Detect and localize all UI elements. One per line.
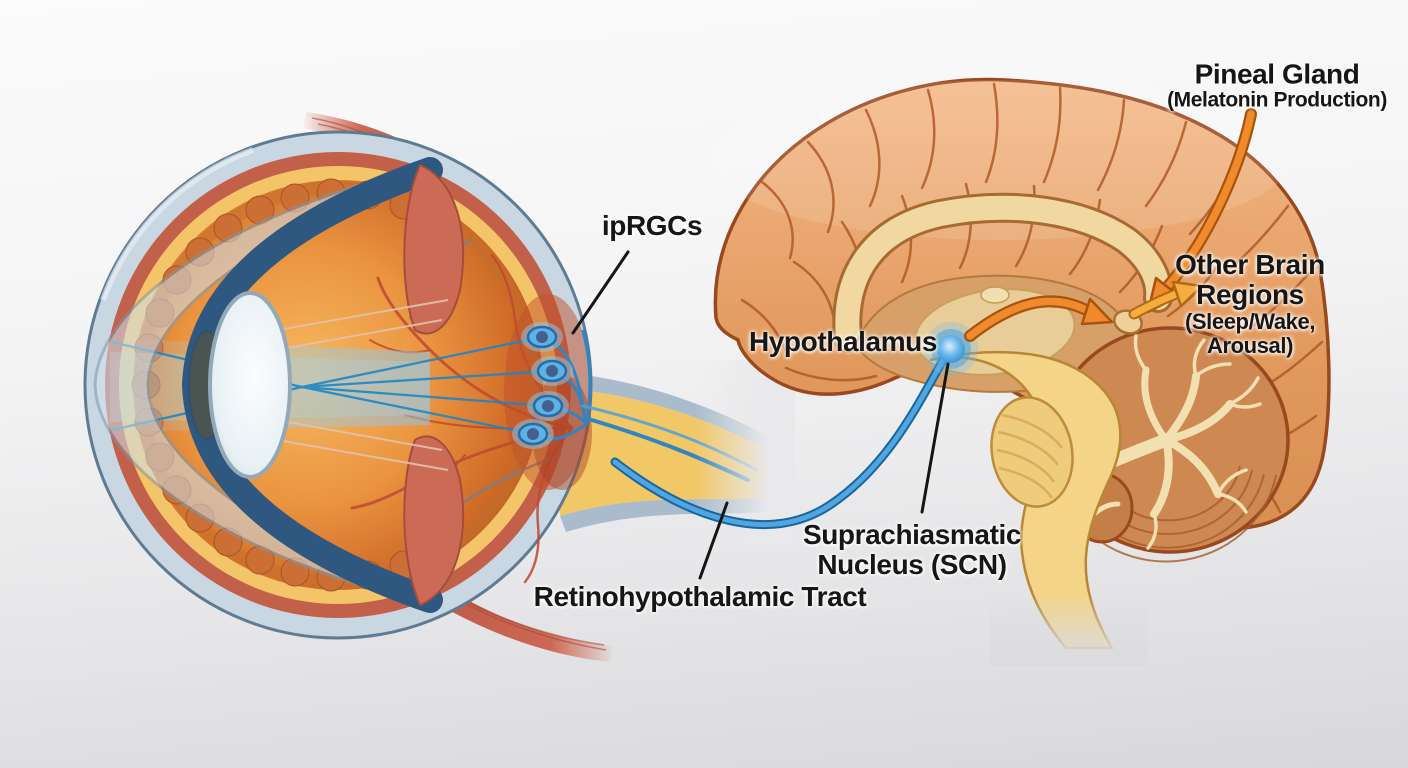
retinohypothalamic-tract-path <box>610 350 951 529</box>
iprgc-cell <box>521 322 563 352</box>
arrow-scn-to-pineal <box>964 295 1114 342</box>
iprgcs-label: ipRGCs <box>601 209 703 241</box>
pineal-gland-title: Pineal Gland <box>1194 58 1360 90</box>
iprgcs-pointer-line <box>571 250 630 335</box>
intermediate-mass <box>980 286 1010 304</box>
scn-label: Suprachiasmatic Nucleus (SCN) <box>802 518 1022 580</box>
iprgc-cell <box>531 356 573 386</box>
scn-label-line1: Suprachiasmatic <box>802 518 1022 550</box>
other-brain-regions-line1: Other Brain <box>1175 249 1325 281</box>
rht-label: Retinohypothalamic Tract <box>533 580 867 612</box>
inferior-rectus-muscle <box>438 590 614 662</box>
signal-arrows <box>964 108 1257 342</box>
zonule-fibers <box>275 299 449 471</box>
anterior-segment <box>93 157 464 613</box>
brainstem-fade <box>990 592 1148 666</box>
other-brain-regions-line3: (Sleep/Wake, <box>1184 309 1316 335</box>
rht-pointer-line <box>698 501 729 580</box>
corpus-callosum <box>832 192 1174 353</box>
lens <box>208 291 292 479</box>
sclera-highlight <box>100 147 255 302</box>
brainstem <box>929 350 1148 666</box>
other-brain-regions-label: Other Brain Regions (Sleep/Wake, Arousal… <box>1175 249 1325 359</box>
scn-label-line2: Nucleus (SCN) <box>817 549 1007 580</box>
iprgc-cell <box>527 391 569 421</box>
cortex-highlight <box>710 80 1290 240</box>
brain-illustration <box>710 77 1331 666</box>
pons-striations <box>996 413 1063 499</box>
eye-illustration <box>83 112 795 662</box>
ciliary-body <box>403 163 464 607</box>
pineal-gland-label: Pineal Gland (Melatonin Production) <box>1167 58 1387 113</box>
cerebellum <box>1050 326 1290 563</box>
arrow-pineal-to-regions <box>1128 280 1204 320</box>
other-brain-regions-line2: Regions <box>1196 279 1304 311</box>
arbor-vitae <box>1085 334 1262 550</box>
scn-pointer-line <box>920 362 950 514</box>
iprgc-cell <box>512 419 554 449</box>
hypothalamus-label: Hypothalamus <box>748 325 938 357</box>
other-brain-regions-line4: Arousal) <box>1206 333 1294 359</box>
label-pointer-lines <box>571 250 950 580</box>
pineal-gland-subtitle: (Melatonin Production) <box>1167 88 1387 112</box>
